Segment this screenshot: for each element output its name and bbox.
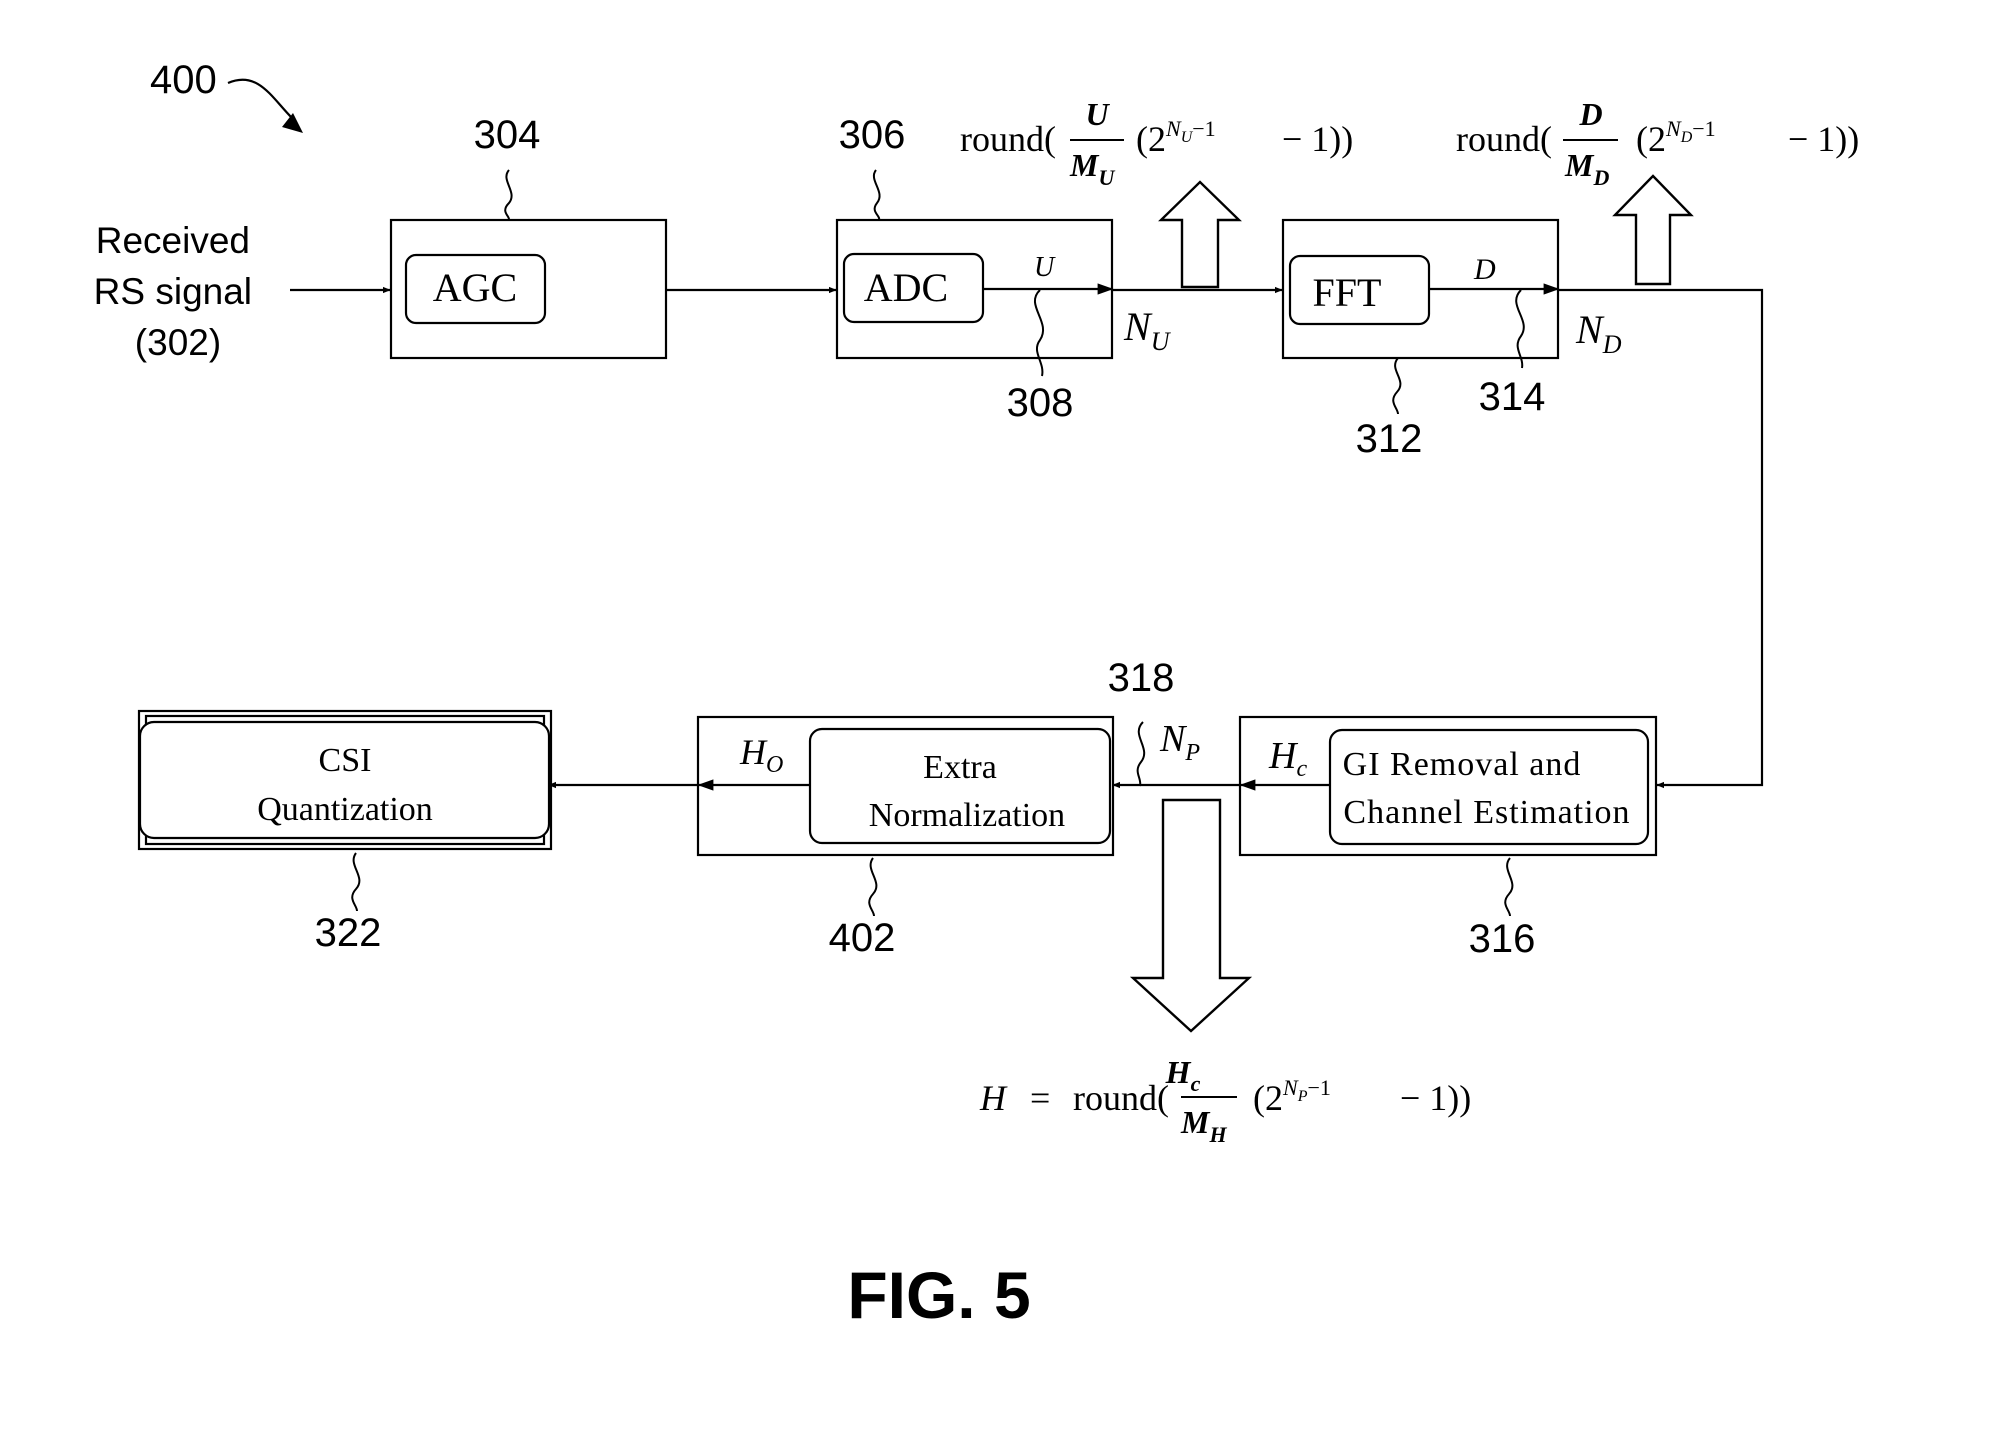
normalization-out-var: HO [739,732,783,778]
formula-h: H = round( Hc MH (2NP−1 − 1)) [979,1054,1471,1147]
formula-h-tail: − 1)) [1400,1078,1471,1118]
normalization-ref: 402 [829,916,896,960]
formula-d-den: MD [1564,147,1609,190]
signal-308-ref: 308 [1007,381,1074,425]
fft-to-gi-connector [1558,288,1764,789]
formula-h-prefix: round( [1073,1078,1169,1118]
agc-ref: 304 [474,113,541,157]
figure-caption: FIG. 5 [847,1258,1030,1332]
quantization-h-hollow-arrow [1129,798,1253,1033]
bits-np-label: NP [1159,718,1200,766]
normalization-block: Extra Normalization HO 402 [696,715,1115,960]
figure-ref-curve [227,78,293,119]
signal-318-ref: 318 [1108,656,1175,700]
figure-ref-400: 400 [150,58,303,133]
gi-ref-leader [1504,857,1514,917]
gi-label-line1: GI Removal and [1343,746,1582,783]
quantization-u-hollow-arrow [1158,180,1242,289]
formula-h-den: MH [1180,1104,1227,1147]
agc-block: AGC 304 [389,113,668,360]
formula-d-power: (2ND−1 [1636,116,1716,159]
fft-label: FFT [1313,270,1382,315]
agc-label: AGC [433,265,517,310]
gi-out-var: Hc [1268,735,1307,782]
figure-ref-arrowhead [282,113,303,133]
csi-label-line2: Quantization [257,791,433,828]
fft-ref: 312 [1356,417,1423,461]
bits-nu-label: NU [1123,304,1172,356]
formula-d-tail: − 1)) [1788,119,1859,159]
adc-block: ADC 306 U 308 [835,113,1114,425]
formula-u-num: U [1085,96,1110,132]
csi-ref: 322 [315,911,382,955]
adc-out-var: U [1034,252,1056,283]
signal-308-leader [1033,289,1044,377]
formula-h-num: Hc [1165,1054,1201,1096]
gi-block: GI Removal and Channel Estimation Hc 316 [1238,715,1658,961]
fft-ref-leader [1392,357,1402,415]
csi-inner-box [138,720,551,840]
formula-h-lhs: H [979,1078,1008,1118]
formula-u-den: MU [1069,147,1115,190]
csi-ref-leader [351,852,361,912]
fft-out-var: D [1473,253,1496,286]
signal-314-leader [1515,289,1525,369]
adc-ref: 306 [839,113,906,157]
csi-block: CSI Quantization 322 [137,709,553,955]
normalization-ref-leader [868,857,878,917]
bits-nd-label: ND [1575,307,1622,359]
agc-inner-box [404,253,547,325]
signal-314-ref: 314 [1479,375,1546,419]
fft-block: FFT D 312 314 [1281,218,1560,461]
formula-h-eq: = [1030,1078,1050,1118]
gi-label-line2: Channel Estimation [1343,794,1630,831]
formula-d: round( D MD (2ND−1 − 1)) [1456,96,1859,190]
formula-h-power: (2NP−1 [1253,1075,1331,1118]
input-label-text: Received RS signal (302) [94,220,263,363]
figure-ref-number: 400 [150,58,217,102]
formula-u-prefix: round( [960,119,1056,159]
formula-d-num: D [1578,96,1602,132]
formula-d-prefix: round( [1456,119,1552,159]
formula-u-tail: − 1)) [1282,119,1353,159]
normalization-label-line1: Extra [923,749,997,786]
gi-ref: 316 [1469,917,1536,961]
normalization-label-line2: Normalization [869,797,1065,834]
gi-inner-box [1328,728,1650,846]
formula-u: round( U MU (2NU−1 − 1)) [960,96,1353,190]
input-label: Received RS signal (302) [94,220,391,363]
signal-318-leader [1136,721,1146,787]
adc-label: ADC [864,265,948,310]
adc-ref-leader [873,169,881,221]
formula-u-power: (2NU−1 [1136,116,1216,159]
quantization-d-hollow-arrow [1612,174,1694,286]
csi-label-line1: CSI [319,742,372,779]
agc-ref-leader [504,169,513,221]
